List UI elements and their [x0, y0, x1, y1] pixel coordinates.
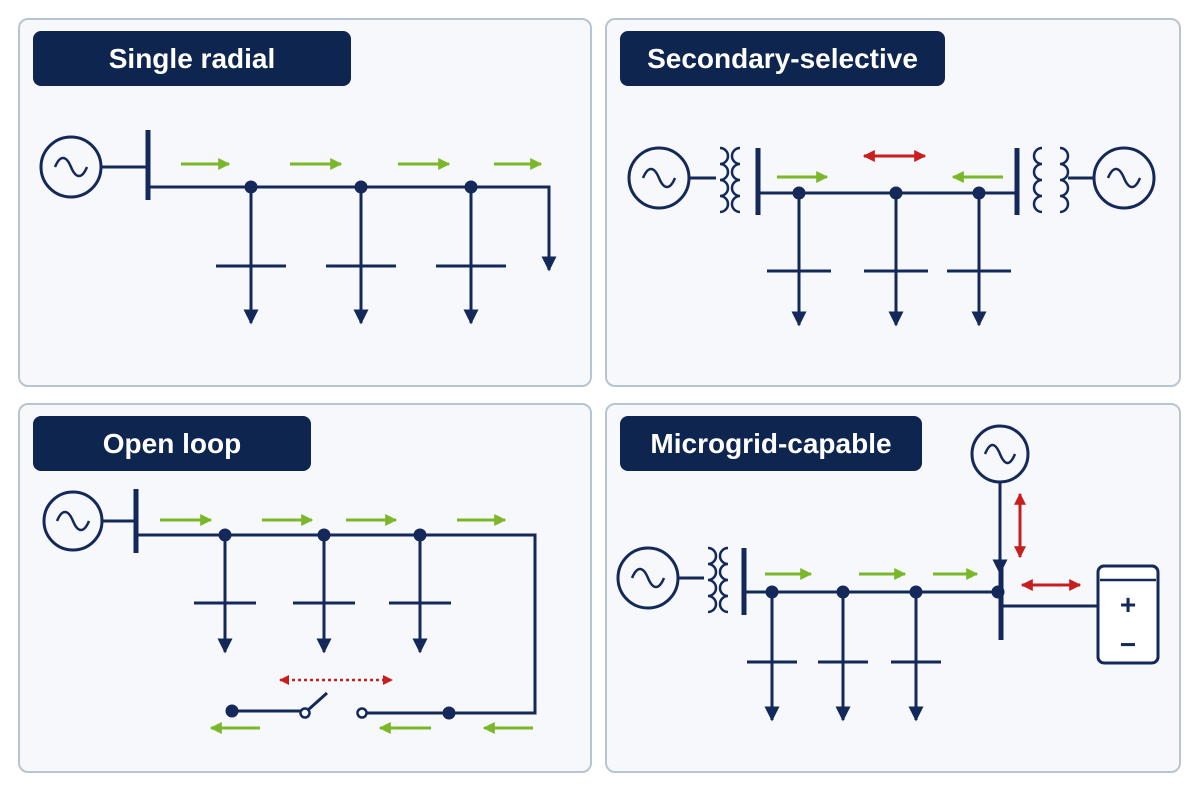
load-tap: [293, 528, 355, 654]
load-tap: [436, 180, 506, 325]
secondary-selective-diagram: [627, 146, 1156, 327]
junction-dot: [442, 706, 456, 720]
transformer-icon: [1032, 146, 1070, 214]
load-tap: [216, 180, 286, 325]
open-loop-diagram: [42, 489, 537, 734]
panel-title-secondary-selective: Secondary-selective: [620, 31, 945, 86]
transformer-icon: [707, 546, 729, 614]
load-tap: [389, 528, 451, 654]
ac-source-icon: [616, 546, 680, 610]
battery-plus-label: +: [1120, 589, 1136, 620]
ac-source-icon: [42, 490, 104, 552]
load-tap: [947, 186, 1011, 327]
battery-minus-label: −: [1120, 629, 1136, 660]
bidirectional-arrow: [1014, 492, 1082, 591]
load-tap: [891, 585, 941, 722]
junction-dot: [991, 585, 1005, 599]
single-radial-diagram: [39, 130, 557, 325]
load-tap: [326, 180, 396, 325]
panel-title-single-radial: Single radial: [33, 31, 351, 86]
panel-title-open-loop: Open loop: [33, 416, 311, 471]
panel-title-microgrid-capable: Microgrid-capable: [620, 416, 922, 471]
load-tap: [818, 585, 868, 722]
ac-source-icon: [39, 135, 103, 199]
open-switch-icon: [225, 691, 368, 719]
transformer-icon: [719, 146, 741, 214]
loop-feeder: [136, 533, 537, 715]
ac-source-icon: [1092, 146, 1156, 210]
load-tap: [747, 585, 797, 722]
ac-source-icon: [627, 146, 691, 210]
feeder-line: [148, 185, 557, 272]
ac-source-icon: [970, 424, 1030, 484]
power-flow-arrow: [160, 514, 533, 734]
load-tap: [194, 528, 256, 654]
battery-icon: [1096, 564, 1160, 665]
microgrid-diagram: [616, 424, 1160, 722]
load-tap: [864, 186, 928, 327]
load-tap: [767, 186, 831, 327]
